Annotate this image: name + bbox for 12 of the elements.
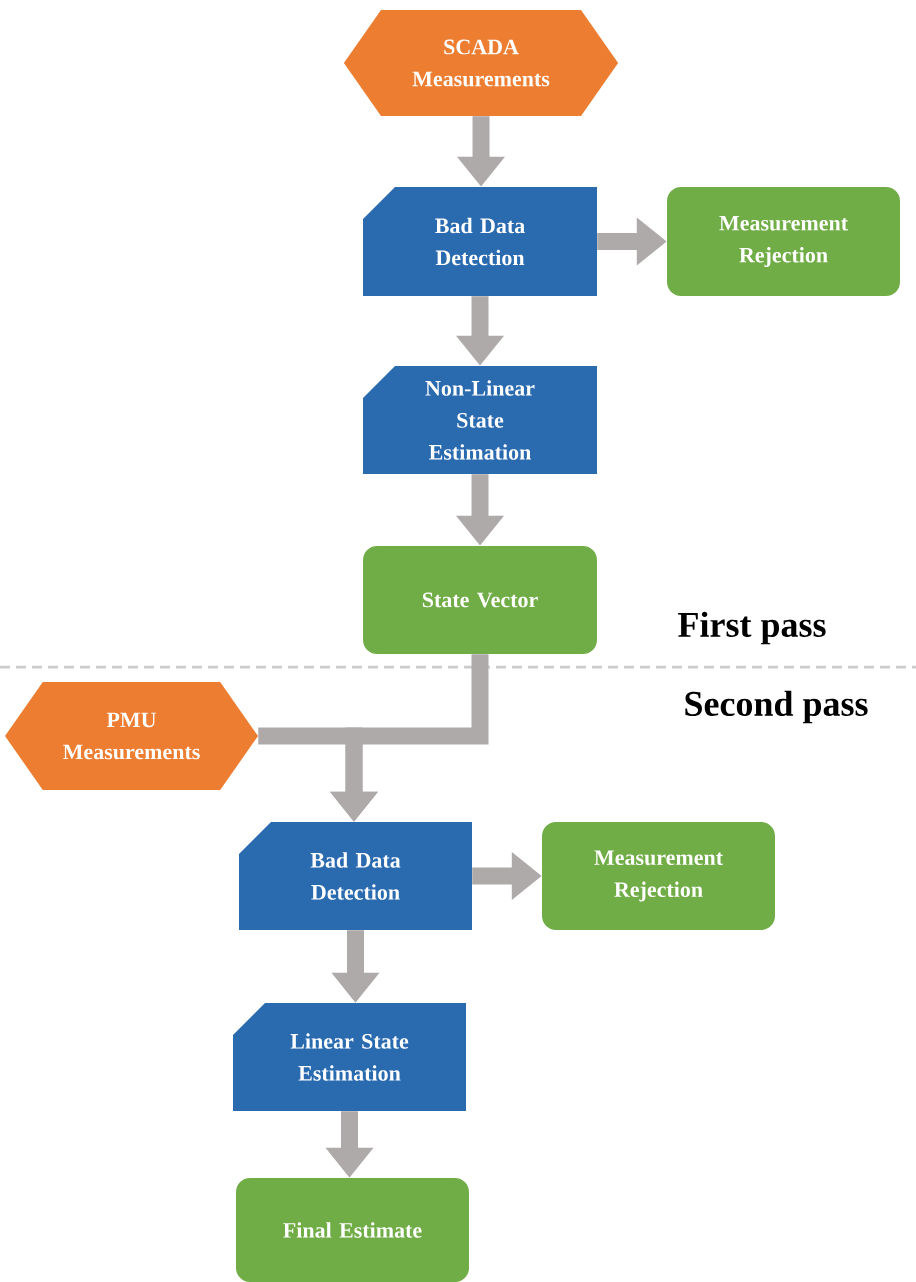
pass-label: First pass: [678, 611, 826, 645]
process-box: Linear State Estimation: [233, 1003, 466, 1111]
rounded-box: Final Estimate: [236, 1178, 469, 1282]
process-box: Bad Data Detection: [239, 822, 472, 930]
process-box: Non-Linear State Estimation: [363, 366, 597, 474]
rounded-box: Measurement Rejection: [542, 822, 775, 930]
hexagon-node: SCADA Measurements: [343, 10, 619, 116]
pass-label: Second pass: [685, 690, 868, 724]
hexagon-node: PMU Measurements: [5, 682, 258, 790]
rounded-box: State Vector: [363, 546, 597, 654]
process-box: Bad Data Detection: [363, 187, 597, 296]
rounded-box: Measurement Rejection: [667, 187, 900, 296]
